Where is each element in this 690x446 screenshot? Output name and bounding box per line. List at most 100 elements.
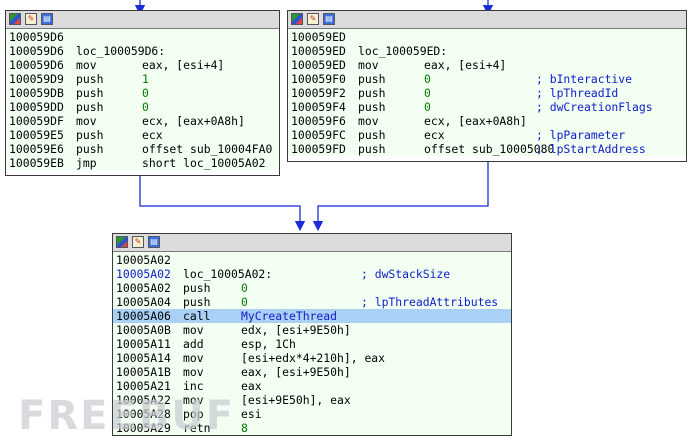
- block-view-icon[interactable]: ▤: [41, 13, 53, 25]
- address: 10005A11: [116, 337, 171, 351]
- comment: ; dwStackSize: [361, 267, 451, 281]
- operand: eax, [esi+9E50h]: [241, 365, 351, 379]
- address: 100059D6: [9, 44, 64, 58]
- mnemonic: push: [183, 295, 211, 309]
- instruction-line[interactable]: 100059ED: [288, 30, 686, 44]
- comment: ; lpThreadAttributes: [361, 295, 499, 309]
- operand: ecx: [424, 128, 445, 142]
- address: 100059ED: [291, 58, 346, 72]
- code-label[interactable]: loc_100059ED:: [358, 44, 448, 58]
- operand: 0: [142, 86, 149, 100]
- address: 100059D6: [9, 30, 64, 44]
- code-label[interactable]: loc_100059D6:: [76, 44, 166, 58]
- mnemonic: push: [76, 86, 104, 100]
- instruction-line[interactable]: 100059F2 push 0 ; lpThreadId: [288, 86, 686, 100]
- edit-block-icon[interactable]: ✎: [25, 13, 37, 25]
- watermark-logo: FREEBUF: [18, 393, 236, 439]
- address: 100059FC: [291, 128, 346, 142]
- operand: offset sub_10005080: [424, 142, 555, 156]
- mnemonic: mov: [183, 323, 204, 337]
- mnemonic: pop: [183, 407, 204, 421]
- address: 10005A0B: [116, 323, 171, 337]
- instruction-line[interactable]: 10005A02: [113, 253, 511, 267]
- instruction-line[interactable]: 10005A0B mov edx, [esi+9E50h]: [113, 323, 511, 337]
- operand: offset sub_10004FA0: [142, 142, 273, 156]
- address: 10005A02: [116, 281, 171, 295]
- operand: ecx, [eax+0A8h]: [424, 114, 527, 128]
- mnemonic: push: [76, 100, 104, 114]
- instruction-line[interactable]: 100059DB push 0: [6, 86, 279, 100]
- block-view-icon[interactable]: ▤: [148, 236, 160, 248]
- operand: 8: [241, 421, 248, 435]
- mnemonic: mov: [76, 58, 97, 72]
- function-reference[interactable]: MyCreateThread: [241, 309, 338, 323]
- comment: ; lpThreadId: [536, 86, 619, 100]
- address: 100059E5: [9, 128, 64, 142]
- operand: eax, [esi+4]: [142, 58, 225, 72]
- block-header: ✎ ▤: [113, 234, 511, 252]
- address: 100059F2: [291, 86, 346, 100]
- graph-colors-icon[interactable]: [9, 13, 21, 25]
- address: 10005A1B: [116, 365, 171, 379]
- edit-block-icon[interactable]: ✎: [307, 13, 319, 25]
- operand: [esi+9E50h], eax: [241, 393, 351, 407]
- mnemonic: inc: [183, 379, 204, 393]
- mnemonic: mov: [183, 351, 204, 365]
- graph-colors-icon[interactable]: [291, 13, 303, 25]
- code-label[interactable]: loc_10005A02:: [183, 267, 273, 281]
- mnemonic: push: [358, 142, 386, 156]
- address: 100059ED: [291, 30, 346, 44]
- operand: 0: [424, 86, 431, 100]
- edit-block-icon[interactable]: ✎: [132, 236, 144, 248]
- instruction-line[interactable]: 100059D6: [6, 30, 279, 44]
- address: 10005A29: [116, 421, 171, 435]
- address: 100059DB: [9, 86, 64, 100]
- mnemonic: mov: [76, 114, 97, 128]
- address: 100059F6: [291, 114, 346, 128]
- graph-colors-icon[interactable]: [116, 236, 128, 248]
- block-view-icon[interactable]: ▤: [323, 13, 335, 25]
- mnemonic: push: [183, 281, 211, 295]
- operand: 0: [241, 295, 248, 309]
- operand: short loc_10005A02: [142, 156, 266, 170]
- comment: ; lpParameter: [536, 128, 626, 142]
- operand: edx, [esi+9E50h]: [241, 323, 351, 337]
- operand: eax, [esi+4]: [424, 58, 507, 72]
- address: 10005A28: [116, 407, 171, 421]
- instruction-line[interactable]: 100059D6 loc_100059D6:: [6, 44, 279, 58]
- operand: ecx: [142, 128, 163, 142]
- mnemonic: push: [358, 86, 386, 100]
- address: 100059F0: [291, 72, 346, 86]
